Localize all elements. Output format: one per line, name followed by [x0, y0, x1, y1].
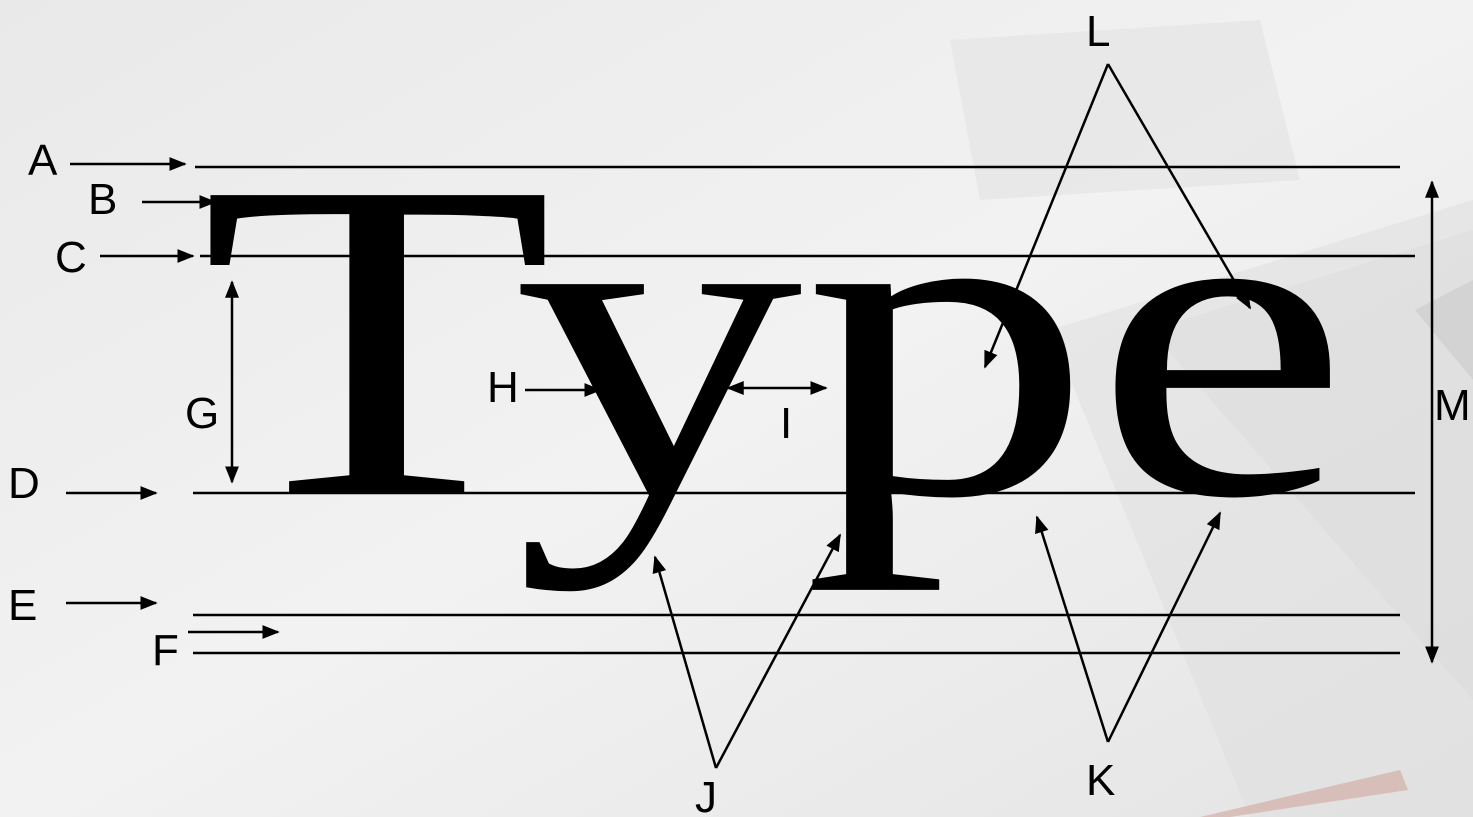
label-h: H	[487, 363, 519, 412]
label-d: D	[8, 459, 40, 508]
label-k: K	[1086, 756, 1115, 805]
label-b: B	[88, 175, 117, 224]
label-g: G	[185, 389, 219, 438]
label-l: L	[1086, 7, 1110, 56]
label-i: I	[780, 399, 792, 448]
label-c: C	[55, 233, 87, 282]
sample-word-type: Type	[200, 89, 1350, 593]
label-m: M	[1434, 381, 1471, 430]
label-j: J	[695, 773, 717, 817]
label-e: E	[8, 581, 37, 630]
label-f: F	[152, 626, 179, 675]
label-a: A	[28, 136, 58, 185]
sample-word: Type	[200, 89, 1350, 593]
